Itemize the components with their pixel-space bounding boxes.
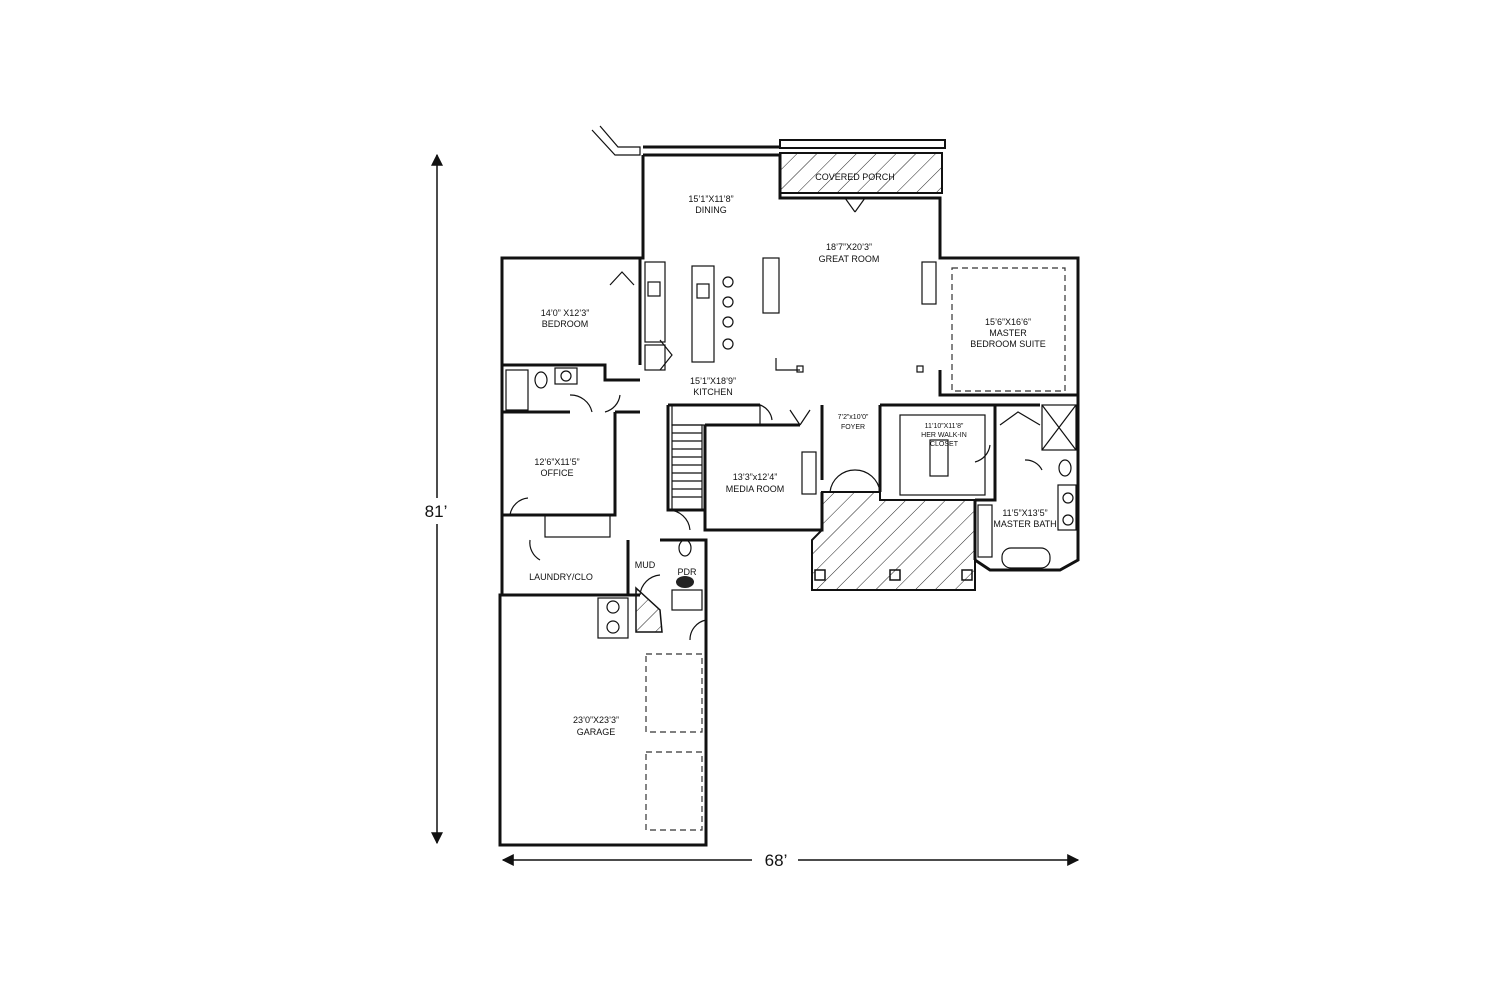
foyer-size: 7’2”x10’0” bbox=[838, 414, 869, 421]
great-room-name: GREAT ROOM bbox=[819, 254, 880, 264]
pdr-sink bbox=[676, 576, 694, 588]
freestanding-tub bbox=[1001, 547, 1051, 569]
vanity bbox=[554, 367, 578, 385]
dryer bbox=[606, 620, 620, 634]
kitchen-island bbox=[691, 265, 715, 363]
media-size: 13’3”x12’4” bbox=[733, 472, 778, 482]
column bbox=[916, 365, 924, 373]
master-bath-name: MASTER BATH bbox=[993, 519, 1056, 529]
pdr-vanity bbox=[671, 589, 703, 611]
double-vanity bbox=[1057, 484, 1077, 531]
bedroom-name: BEDROOM bbox=[542, 319, 589, 329]
exterior-walls bbox=[498, 145, 1080, 847]
washer-dryer bbox=[597, 597, 629, 639]
kitchen-counter bbox=[644, 261, 666, 343]
walkin-line1: HER WALK-IN bbox=[921, 432, 967, 439]
media-room-fireplace bbox=[801, 451, 817, 495]
bath-vanity bbox=[977, 504, 993, 558]
height-label: 81’ bbox=[425, 502, 448, 521]
master-ceiling-outline bbox=[951, 267, 1066, 392]
bar-stool bbox=[722, 276, 734, 288]
closet-island bbox=[929, 439, 949, 477]
width-dimension: 68’ bbox=[501, 848, 1080, 872]
garage-parking-outline bbox=[645, 751, 703, 831]
side-entry-walkway bbox=[591, 125, 641, 156]
master-size: 15’6”X16’6” bbox=[985, 317, 1031, 327]
room-labels: 15’1”X11’8” DINING COVERED PORCH 18’7”X2… bbox=[529, 172, 1057, 737]
column bbox=[796, 365, 804, 373]
garage-parking-outline bbox=[645, 653, 703, 733]
front-porch-area bbox=[811, 491, 976, 591]
media-name: MEDIA ROOM bbox=[726, 484, 785, 494]
kitchen-fixtures bbox=[644, 257, 924, 426]
washer bbox=[606, 600, 620, 614]
mud-name: MUD bbox=[635, 560, 656, 570]
refrigerator bbox=[644, 344, 666, 371]
island-sink bbox=[696, 283, 710, 299]
toilet bbox=[1058, 459, 1072, 477]
porch-column bbox=[961, 569, 973, 581]
porch-column bbox=[889, 569, 901, 581]
hall-bath-fixtures bbox=[505, 367, 578, 411]
sink bbox=[1062, 492, 1074, 504]
pdr-toilet bbox=[678, 539, 692, 557]
great-room-fireplace bbox=[921, 261, 937, 305]
master-bath-size: 11’5”X13’5” bbox=[1002, 508, 1047, 518]
covered-porch-name: COVERED PORCH bbox=[815, 172, 895, 182]
kitchen-name: KITCHEN bbox=[693, 387, 733, 397]
pantry-counter bbox=[671, 404, 761, 426]
master-bath-fixtures bbox=[977, 404, 1077, 569]
walk-in-closet-shelving bbox=[899, 414, 986, 496]
office-name: OFFICE bbox=[541, 468, 574, 478]
great-room-bookcase bbox=[762, 257, 780, 314]
height-dimension: 81’ bbox=[418, 153, 456, 845]
bar-stool bbox=[722, 338, 734, 350]
windows bbox=[500, 153, 1080, 847]
dining-name: DINING bbox=[695, 205, 727, 215]
laundry-name: LAUNDRY/CLO bbox=[529, 572, 593, 582]
great-room-size: 18’7”X20’3” bbox=[826, 242, 872, 252]
staircase bbox=[671, 424, 703, 511]
laundry-counter bbox=[544, 514, 611, 538]
pdr-name: PDR bbox=[677, 567, 697, 577]
master-line2: BEDROOM SUITE bbox=[970, 339, 1046, 349]
kitchen-size: 15’1”X18’9” bbox=[690, 376, 736, 386]
bathtub bbox=[505, 369, 529, 411]
bedroom-size: 14’0” X12’3” bbox=[541, 308, 590, 318]
door-swings bbox=[509, 197, 1043, 641]
garage-name: GARAGE bbox=[577, 727, 616, 737]
garage-size: 23’0”X23’3” bbox=[573, 715, 619, 725]
walkin-size: 11’10”X11’8” bbox=[925, 423, 964, 430]
mud-bench-area bbox=[635, 586, 663, 633]
sink bbox=[560, 370, 572, 382]
office-size: 12’6”X11’5” bbox=[534, 457, 579, 467]
cooktop bbox=[647, 281, 661, 297]
porch-column bbox=[814, 569, 826, 581]
bar-stool bbox=[722, 316, 734, 328]
toilet bbox=[534, 371, 548, 389]
dining-size: 15’1”X11’8” bbox=[688, 194, 733, 204]
walkin-line2: CLOSET bbox=[930, 441, 959, 448]
master-line1: MASTER bbox=[989, 328, 1027, 338]
foyer-name: FOYER bbox=[841, 424, 865, 431]
width-label: 68’ bbox=[765, 851, 788, 870]
porch-beam bbox=[779, 139, 946, 149]
bar-stool bbox=[722, 296, 734, 308]
shower bbox=[1041, 404, 1077, 451]
sink bbox=[1062, 514, 1074, 526]
